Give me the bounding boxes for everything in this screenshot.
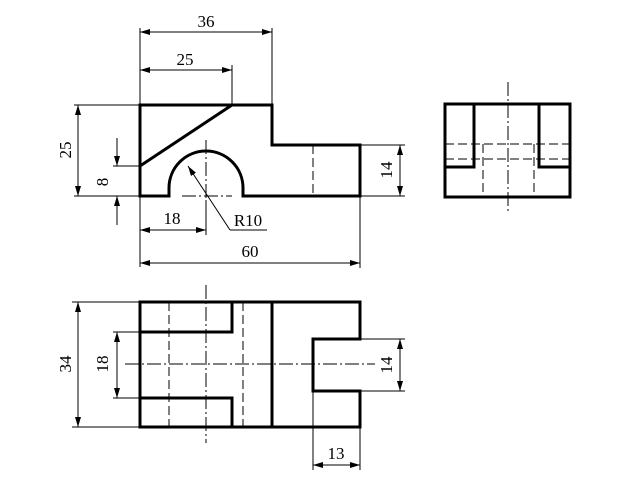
dim-label-60: 60 [242,242,259,261]
dim-label-r10: R10 [234,211,262,230]
dim-label-height-25: 25 [56,142,75,159]
front-view: 36 25 25 8 14 18 R10 60 [56,12,405,268]
dim-label-slot-14: 14 [377,356,396,374]
dim-label-34: 34 [56,355,75,373]
front-outline [138,103,362,198]
chamfer-line [139,103,233,168]
radius-leader [187,165,231,231]
dim-label-14: 14 [377,161,396,179]
dim-label-slot-13: 13 [328,444,345,463]
side-view [443,82,572,212]
dim-label-8: 8 [93,178,112,187]
dim-label-slot-18: 18 [93,356,112,373]
dim-label-25: 25 [177,50,194,69]
dim-label-18: 18 [164,209,181,228]
top-view: 34 18 14 13 [56,285,405,470]
top-inner-edges [140,302,274,427]
side-slots [445,104,570,169]
dim-label-36: 36 [198,12,215,31]
